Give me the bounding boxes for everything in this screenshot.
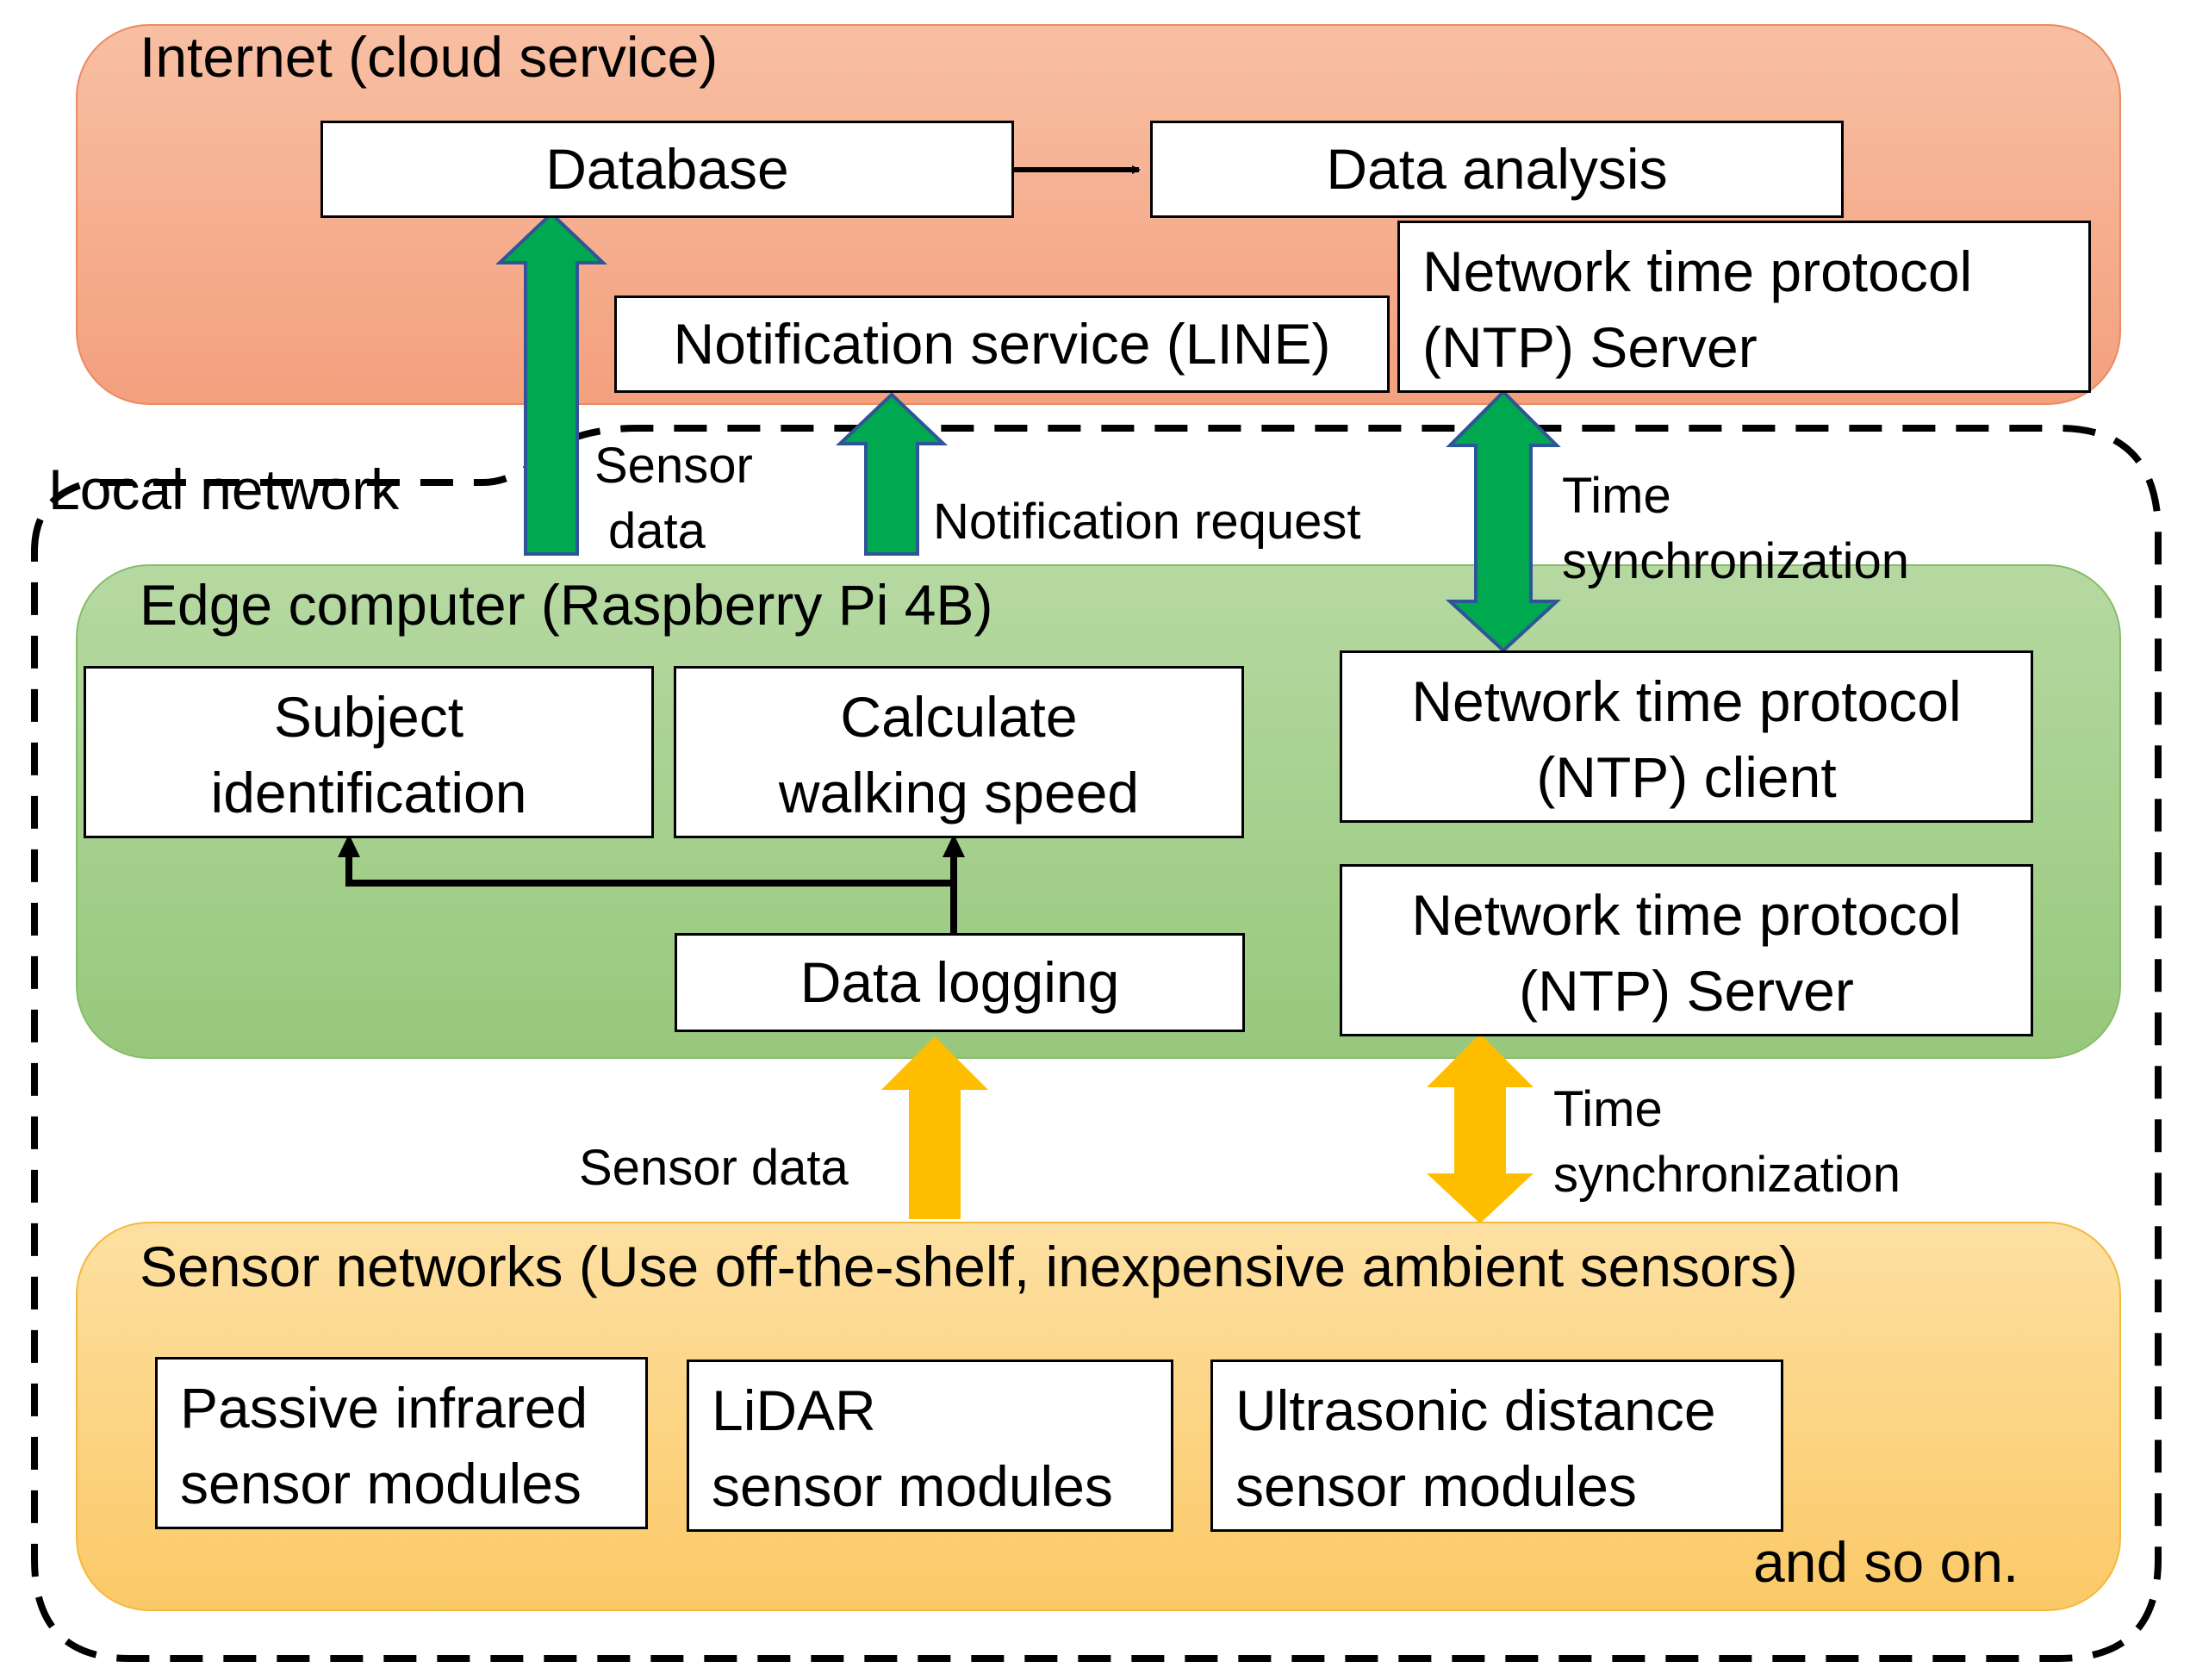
notification-service-box: Notification service (LINE) (614, 296, 1390, 393)
lidar-sensor-box: LiDAR sensor modules (687, 1360, 1173, 1532)
yellow-arrow-sensor-data (881, 1036, 988, 1219)
ultrasonic-sensor-box: Ultrasonic distance sensor modules (1210, 1360, 1783, 1532)
logging-to-speed-head (943, 834, 965, 857)
lidar-sensor-line2: sensor modules (712, 1454, 1113, 1518)
subject-identification-box: Subject identification (84, 666, 654, 838)
pir-sensor-line2: sensor modules (180, 1452, 582, 1515)
sensor-data-lower-label: Sensor data (579, 1140, 849, 1196)
time-sync-lower-line1: Time (1553, 1081, 1663, 1137)
edge-ntp-server-line1: Network time protocol (1411, 883, 1962, 947)
data-logging-box: Data logging (675, 933, 1245, 1032)
sensor-data-upper-line2: data (608, 503, 706, 559)
time-sync-upper-line1: Time (1562, 468, 1671, 524)
green-arrow-time-sync (1445, 389, 1562, 653)
cloud-ntp-server-box: Network time protocol (NTP) Server (1397, 221, 2091, 393)
green-arrow-sensor-data (495, 211, 608, 556)
edge-ntp-server-box: Network time protocol (NTP) Server (1340, 864, 2033, 1036)
ultrasonic-sensor-line1: Ultrasonic distance (1235, 1378, 1716, 1442)
logging-to-subject-head (338, 834, 360, 857)
sensor-data-upper-label: Sensor data (594, 433, 753, 564)
yellow-arrow-time-sync (1427, 1034, 1534, 1223)
pir-sensor-line1: Passive infrared (180, 1376, 588, 1440)
green-arrow-notification (835, 392, 949, 556)
cloud-ntp-server-line2: (NTP) Server (1422, 315, 1758, 379)
pir-sensor-box: Passive infrared sensor modules (155, 1357, 648, 1529)
walking-speed-line1: Calculate (840, 685, 1078, 749)
data-logging-label: Data logging (799, 950, 1120, 1014)
walking-speed-box: Calculate walking speed (674, 666, 1244, 838)
and-so-on-label: and so on. (1753, 1530, 2019, 1594)
sensor-data-upper-line1: Sensor (594, 438, 753, 494)
data-analysis-label: Data analysis (1326, 137, 1668, 201)
ntp-client-box: Network time protocol (NTP) client (1340, 650, 2033, 823)
database-box: Database (320, 121, 1014, 218)
edge-ntp-server-line2: (NTP) Server (1519, 959, 1854, 1023)
local-network-boundary (31, 425, 2162, 1662)
cloud-region-title: Internet (cloud service) (140, 25, 719, 89)
database-label: Database (545, 137, 789, 201)
ntp-client-line2: (NTP) client (1536, 745, 1837, 809)
walking-speed-line2: walking speed (778, 761, 1140, 824)
subject-identification-line1: Subject (273, 685, 464, 749)
local-network-title: Local network (48, 457, 400, 521)
notification-request-label: Notification request (933, 494, 1361, 550)
time-sync-upper-line2: synchronization (1562, 533, 1909, 589)
lidar-sensor-line1: LiDAR (712, 1378, 876, 1442)
time-sync-lower-line2: synchronization (1553, 1147, 1901, 1203)
ntp-client-line1: Network time protocol (1411, 669, 1962, 733)
ultrasonic-sensor-line2: sensor modules (1235, 1454, 1637, 1518)
cloud-ntp-server-line1: Network time protocol (1422, 240, 1973, 303)
notification-service-label: Notification service (LINE) (673, 312, 1331, 376)
sensor-networks-title: Sensor networks (Use off-the-shelf, inex… (140, 1235, 1798, 1298)
edge-computer-title: Edge computer (Raspberry Pi 4B) (140, 573, 993, 637)
subject-identification-line2: identification (210, 761, 527, 824)
time-sync-lower-label: Time synchronization (1553, 1077, 1901, 1208)
logging-to-subject-arrow (345, 853, 954, 887)
data-analysis-box: Data analysis (1150, 121, 1844, 218)
time-sync-upper-label: Time synchronization (1562, 464, 1909, 594)
